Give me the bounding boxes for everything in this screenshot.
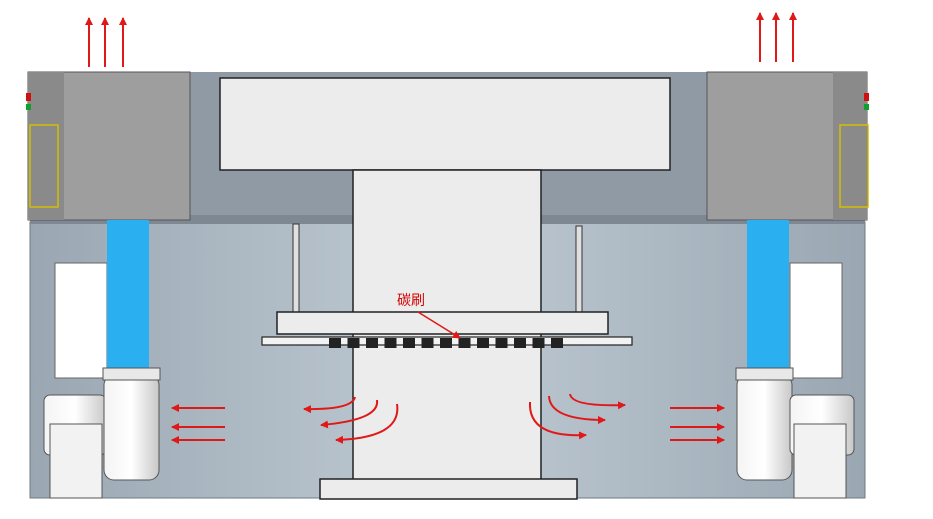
right-window	[789, 262, 843, 379]
curved-arrows-left	[303, 396, 399, 444]
exhaust-arrows-left	[85, 17, 127, 67]
carbon-brush-leader	[417, 311, 461, 339]
carbon-brush-block	[532, 338, 545, 348]
left-blower	[43, 367, 161, 499]
carbon-brush-block	[495, 338, 508, 348]
exhaust-arrows-right	[756, 12, 797, 62]
left-window	[54, 262, 108, 379]
intake-arrows-right	[670, 404, 725, 444]
carbon-brush-label: 碳刷	[397, 293, 425, 309]
curved-arrows-right	[528, 393, 626, 440]
carbon-brush-block	[551, 338, 563, 348]
carbon-brush-block	[366, 338, 378, 348]
carbon-brush-block	[347, 338, 360, 348]
carbon-brush-block	[329, 338, 341, 348]
red-indicator-left	[26, 93, 31, 101]
carbon-brush-block	[440, 338, 452, 348]
carbon-brush-row	[329, 338, 563, 348]
left-fan-box	[26, 71, 191, 221]
carbon-brush-block	[477, 338, 489, 348]
red-indicator-right	[864, 93, 869, 101]
carbon-brush-block	[384, 338, 397, 348]
right-fan-box	[706, 71, 869, 221]
base-plate	[319, 478, 578, 500]
brush-holder-plate	[276, 311, 609, 335]
green-indicator-left	[26, 104, 31, 110]
green-indicator-right	[864, 104, 869, 110]
top-cap	[219, 77, 671, 171]
right-blower	[735, 367, 855, 499]
intake-arrows-left	[171, 404, 225, 444]
carbon-brush-block	[458, 338, 471, 348]
carbon-brush-block	[403, 338, 415, 348]
carbon-brush-block	[421, 338, 434, 348]
right-duct	[747, 220, 789, 368]
left-duct	[107, 220, 149, 368]
carbon-brush-block	[514, 338, 526, 348]
